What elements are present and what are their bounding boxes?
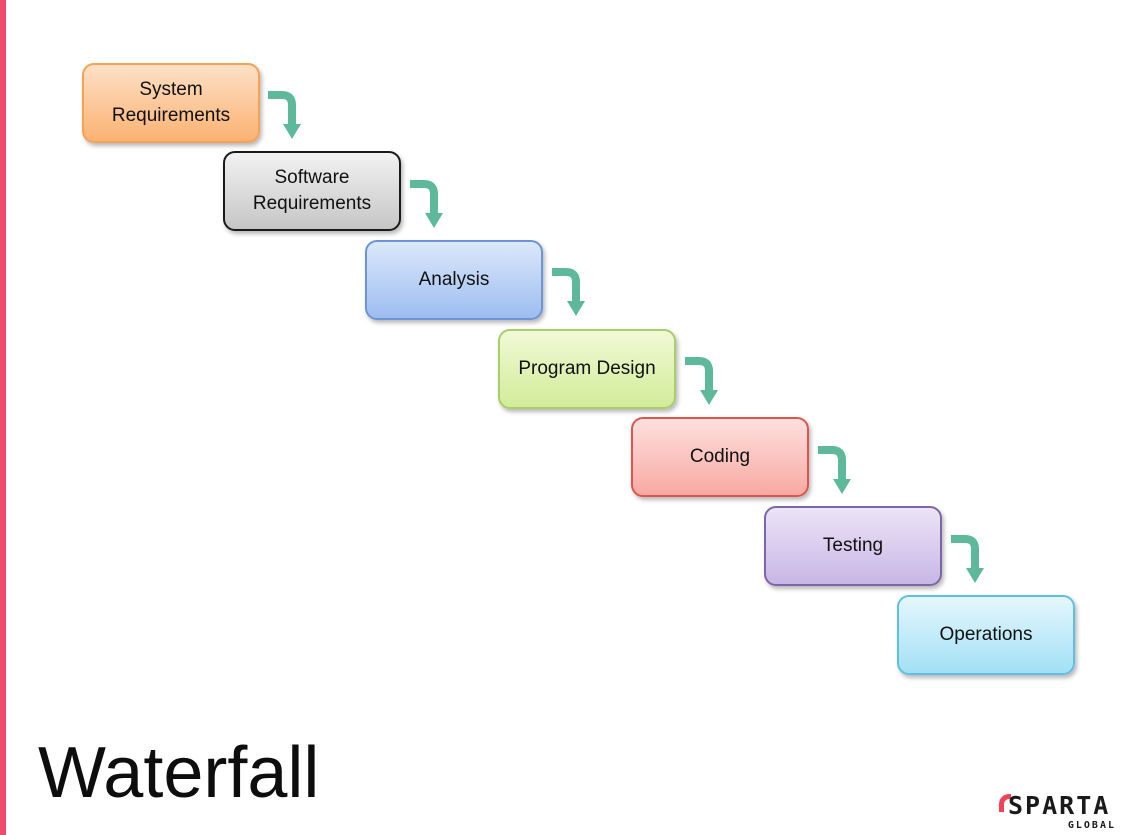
slide-title: Waterfall xyxy=(38,733,320,813)
logo-subtext: GLOBAL xyxy=(1067,820,1116,831)
step-operations: Operations xyxy=(897,595,1075,675)
step-program-design: Program Design xyxy=(498,329,676,409)
curved-down-arrow-icon xyxy=(951,535,984,583)
step-testing: Testing xyxy=(764,506,942,586)
step-label: Testing xyxy=(822,535,884,556)
step-coding: Coding xyxy=(631,417,809,497)
accent-bar xyxy=(0,0,6,835)
curved-down-arrow-icon xyxy=(268,91,301,139)
sparta-global-logo: SPARTA GLOBAL xyxy=(996,790,1118,834)
step-analysis: Analysis xyxy=(365,240,543,320)
step-label: Operations xyxy=(939,624,1033,645)
logo-text: SPARTA xyxy=(1008,791,1111,820)
curved-down-arrow-icon xyxy=(818,446,851,494)
step-label: Analysis xyxy=(418,269,490,290)
step-label: Coding xyxy=(689,446,751,467)
step-label: Program Design xyxy=(518,358,656,379)
logo-mark-icon xyxy=(999,794,1011,812)
step-software-requirements: Software Requirements xyxy=(223,151,401,231)
step-system-requirements: System Requirements xyxy=(82,63,260,143)
curved-down-arrow-icon xyxy=(552,268,585,316)
step-label: Software Requirements xyxy=(252,167,372,214)
step-label: System Requirements xyxy=(111,79,231,126)
curved-down-arrow-icon xyxy=(410,180,443,228)
curved-down-arrow-icon xyxy=(685,357,718,405)
